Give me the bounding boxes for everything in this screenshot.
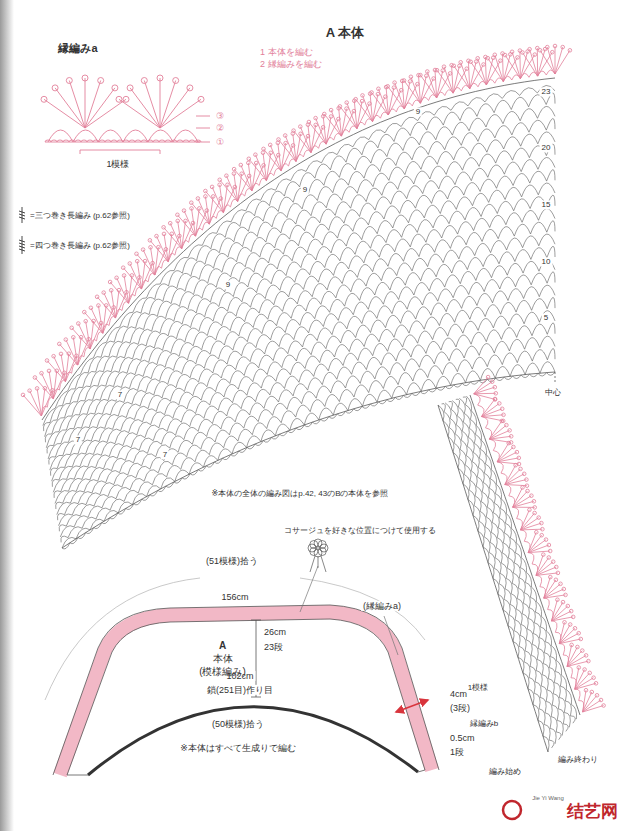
edging-a-band — [60, 612, 432, 775]
repeat-label: 1模様 — [104, 159, 131, 169]
edging-b-band — [88, 707, 418, 775]
part-label: (縁編みa) — [361, 601, 403, 611]
watermark: 结艺网 — [565, 802, 620, 822]
stitch-symbol — [19, 207, 25, 254]
watermark-logo — [503, 801, 521, 819]
part-letter: A — [196, 639, 249, 652]
pickup-label: (50模様)拾う — [210, 719, 266, 729]
dimension-label: 1段 — [448, 747, 466, 757]
part-label: 縁編みb — [468, 719, 500, 728]
detail-stitch-net-edge — [470, 395, 580, 715]
detail-stitch-net — [438, 396, 577, 752]
row-number: ① — [214, 137, 226, 147]
body-stitch-net-edge — [62, 372, 555, 548]
row-number: 9 — [224, 280, 232, 289]
body-region: A本体(模様編み) — [194, 637, 251, 680]
detail-edging — [474, 377, 604, 712]
detail-edging-picot — [486, 375, 605, 707]
row-number: 10 — [540, 257, 553, 266]
dimension-label: (3段) — [448, 703, 472, 713]
row-number: 23 — [540, 87, 553, 96]
detail-stitch-net-edge — [438, 405, 548, 752]
band-outline — [53, 605, 439, 775]
watermark: Jie Yi Wang — [530, 795, 565, 802]
pickup-label: (51模様)拾う — [204, 556, 260, 566]
page-binding — [0, 0, 14, 831]
row-number: 5 — [542, 313, 550, 322]
step-note: 2 縁編みを編む — [258, 59, 324, 69]
reference-note: ※本体の全体の編み図はp.42, 43のBの本体を参照 — [210, 489, 391, 498]
usage-note: コサージュを好きな位置につけて使用する — [282, 526, 438, 535]
center-mark: 中心 — [543, 388, 563, 397]
chart-title: A 本体 — [324, 26, 367, 41]
yarn-note: ※本体はすべて生成りで編む — [178, 743, 298, 753]
row-number: 7 — [74, 435, 82, 444]
foundation-label: 鎖(251目)作り目 — [205, 685, 275, 695]
row-number: 9 — [301, 185, 309, 194]
row-number: 9 — [414, 107, 422, 116]
edging-a-stitches — [23, 46, 570, 416]
row-number: 7 — [116, 390, 124, 399]
start-mark: 編み始め — [487, 767, 523, 776]
end-mark: 編み終わり — [556, 755, 600, 764]
row-number: ② — [214, 123, 226, 133]
legend-text: =四つ巻き長編み (p.62参照) — [30, 240, 130, 251]
repeat-label: 1模様 — [466, 683, 490, 692]
band-outline — [67, 619, 425, 775]
dimension-label: 23段 — [262, 642, 285, 652]
center-line — [555, 372, 556, 384]
edging-a-stitches-picot — [21, 44, 572, 397]
chart-heading: 縁編みa — [56, 42, 99, 55]
part-label: (模様編み) — [196, 665, 249, 678]
row-number: 7 — [161, 450, 169, 459]
pickup-guide — [45, 578, 425, 700]
dimension-label: 156cm — [219, 592, 250, 602]
part-label: 本体 — [196, 652, 249, 665]
row-number: 15 — [540, 200, 553, 209]
dimension-arrow — [396, 700, 428, 712]
legend-text: =三つ巻き長編み (p.62参照) — [30, 210, 130, 221]
step-note: 1 本体を編む — [258, 47, 315, 57]
corsage-illustration — [308, 539, 328, 572]
row-number: ③ — [214, 111, 226, 121]
band-outline — [67, 770, 425, 775]
dimension-label: 26cm — [262, 627, 288, 637]
dimension-label: 0.5cm — [448, 733, 477, 743]
row-number: 20 — [540, 143, 553, 152]
picot-symbol — [41, 75, 204, 102]
